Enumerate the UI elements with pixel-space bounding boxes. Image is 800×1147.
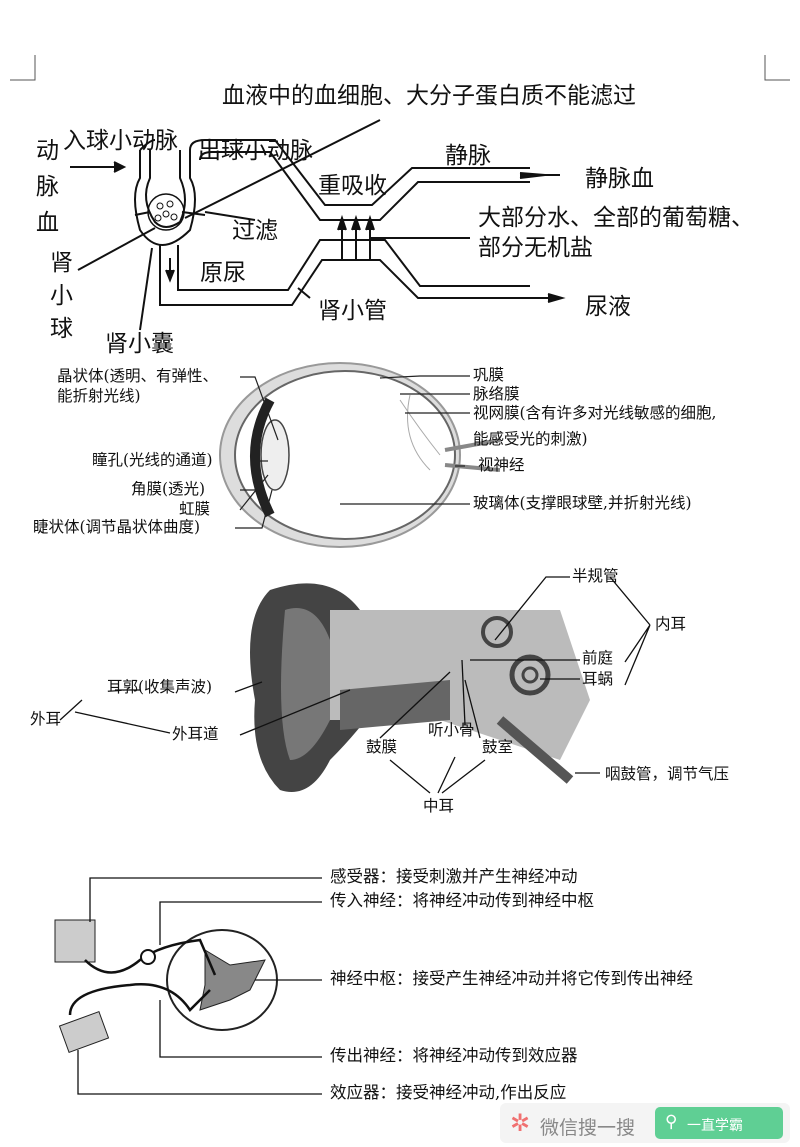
wechat-search-watermark: ✲ 微信搜一搜 ⚲ 一直学霸 (500, 1103, 790, 1143)
search-icon: ⚲ (665, 1112, 678, 1132)
search-button-label: 一直学霸 (687, 1118, 743, 1134)
wechat-search-logo-icon: ✲ (510, 1109, 531, 1137)
eye-diagram (219, 362, 501, 548)
iris-label: 虹膜 (179, 500, 211, 518)
vestibule-label: 前庭 (582, 649, 614, 667)
eardrum-label: 鼓膜 (366, 738, 398, 756)
cornea-label: 角膜(透光) (131, 480, 206, 498)
urine-label: 尿液 (585, 294, 631, 320)
renal-capsule-label: 肾小囊 (105, 331, 174, 357)
vitreous-label: 玻璃体(支撑眼球壁,并折射光线) (473, 494, 692, 512)
afferent-arteriole-label: 入球小动脉 (63, 128, 178, 154)
glomerulus-label-3: 球 (50, 316, 73, 342)
ear-canal-label: 外耳道 (172, 725, 219, 743)
search-button[interactable]: ⚲ 一直学霸 (655, 1107, 783, 1139)
optic-nerve-label: 视神经 (478, 456, 525, 474)
retina-label-1: 视网膜(含有许多对光线敏感的细胞, (473, 404, 717, 422)
efferent-arteriole-label: 出球小动脉 (198, 138, 313, 164)
middle-ear-label: 中耳 (423, 797, 455, 815)
glomerulus-label-2: 小 (50, 283, 73, 309)
ciliary-body-label: 睫状体(调节晶状体曲度) (33, 518, 201, 536)
vein-label: 静脉 (445, 143, 491, 169)
filtration-label: 过滤 (232, 218, 278, 244)
tympanic-cavity-label: 鼓室 (482, 738, 514, 756)
outer-ear-label: 外耳 (30, 710, 62, 728)
artery-blood-label-2: 脉 (36, 174, 59, 200)
nerve-center-label: 神经中枢：接受产生神经冲动并将它传到传出神经 (330, 969, 693, 988)
reabsorbed-label-1: 大部分水、全部的葡萄糖、 (478, 205, 754, 231)
lens-label-1: 晶状体(透明、有弹性、 (57, 367, 219, 385)
kidney-top-note: 血液中的血细胞、大分子蛋白质不能滤过 (222, 83, 636, 109)
pinna-label: 耳郭(收集声波) (107, 678, 213, 696)
retina-label-2: 能感受光的刺激) (473, 430, 588, 448)
inner-ear-label: 内耳 (655, 615, 687, 633)
choroid-label: 脉络膜 (473, 385, 520, 403)
eustachian-tube-label: 咽鼓管，调节气压 (605, 765, 730, 783)
receptor-label: 感受器：接受刺激并产生神经冲动 (330, 867, 578, 886)
reflex-arc-diagram (54, 877, 322, 1095)
artery-blood-label-3: 血 (36, 210, 59, 236)
renal-tubule-label: 肾小管 (318, 298, 387, 324)
glomerulus-label-1: 肾 (50, 250, 73, 276)
venous-blood-label: 静脉血 (585, 166, 654, 192)
ear-diagram (59, 576, 651, 794)
reabsorbed-label-2: 部分无机盐 (478, 235, 593, 261)
afferent-nerve-label: 传入神经：将神经冲动传到神经中枢 (330, 891, 594, 910)
efferent-nerve-label: 传出神经：将神经冲动传到效应器 (330, 1046, 578, 1065)
pupil-label: 瞳孔(光线的通道) (92, 451, 213, 469)
wechat-search-label: 微信搜一搜 (540, 1117, 636, 1139)
reabsorption-label: 重吸收 (318, 173, 387, 199)
semicircular-canal-label: 半规管 (572, 567, 619, 585)
sclera-label: 巩膜 (473, 366, 505, 384)
lens-label-2: 能折射光线) (57, 387, 141, 405)
cochlea-label: 耳蜗 (582, 670, 614, 688)
primary-urine-label: 原尿 (200, 260, 246, 286)
effector-label: 效应器：接受神经冲动,作出反应 (330, 1083, 567, 1102)
artery-blood-label-1: 动 (36, 138, 59, 164)
nephron-diagram (70, 119, 566, 331)
ossicles-label: 听小骨 (428, 721, 475, 739)
